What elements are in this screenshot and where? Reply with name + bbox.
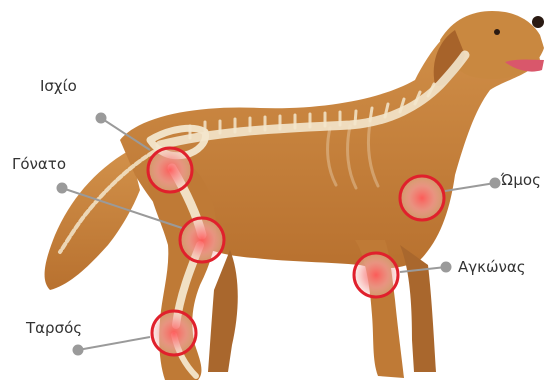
shoulder-label: Ώμος [501, 171, 541, 189]
dog-far-hind-leg [208, 250, 238, 372]
tarsus-joint-marker [152, 311, 196, 355]
hip-label: Ισχίο [40, 77, 77, 95]
knee-label: Γόνατο [12, 155, 66, 173]
hip-joint-marker [148, 148, 192, 192]
shoulder-joint-marker [400, 176, 444, 220]
knee-joint-marker [180, 218, 224, 262]
hip-leader-dot [97, 114, 106, 123]
tarsus-label: Ταρσός [26, 319, 82, 337]
dog-eye [494, 29, 500, 35]
elbow-leader-dot [442, 263, 451, 272]
tarsus-leader-line [78, 337, 150, 350]
elbow-label: Αγκώνας [458, 258, 526, 276]
shoulder-leader-dot [491, 179, 500, 188]
dog-illustration [45, 11, 544, 380]
dog-nose [532, 16, 544, 28]
tarsus-leader-dot [74, 346, 83, 355]
elbow-joint-marker [354, 253, 398, 297]
knee-leader-dot [58, 184, 67, 193]
